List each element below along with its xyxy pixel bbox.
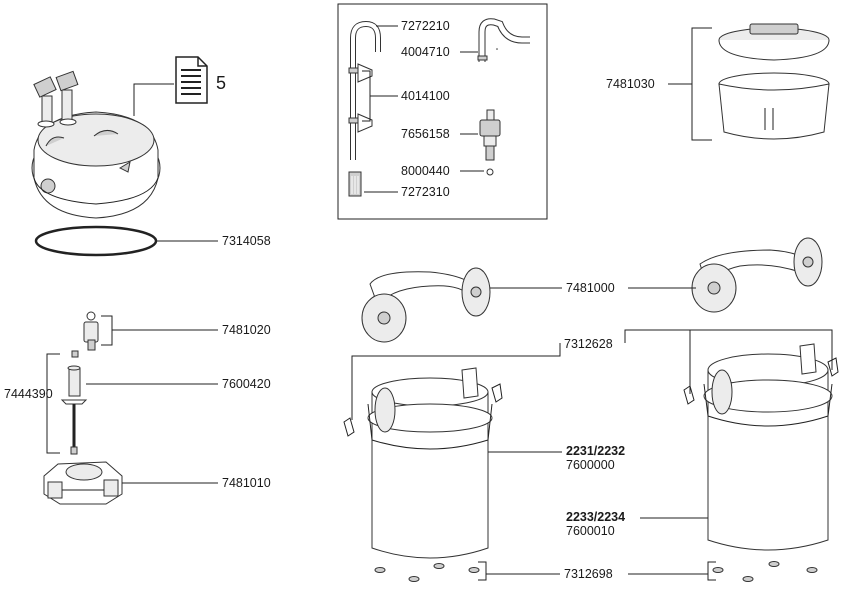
spindle-illustration: [60, 350, 88, 455]
outlet-bend-illustration: [477, 18, 530, 62]
model-label-small: 2231/2232: [566, 444, 625, 458]
feet-illustration: [374, 561, 818, 582]
part-number-outlet-bend: 4004710: [401, 45, 450, 59]
pump-head-illustration: [31, 70, 161, 219]
strainer-illustration: [348, 171, 362, 197]
basket-holder-illustration: [43, 461, 123, 505]
part-number-clip-handle: 7481000: [566, 281, 615, 295]
canister-small-illustration: [343, 367, 503, 559]
head-count-label: 5: [216, 73, 226, 93]
part-number-intake-pipe: 7272210: [401, 19, 450, 33]
part-number-valve-set: 7481020: [222, 323, 271, 337]
part-number-suction-cups: 4014100: [401, 89, 450, 103]
clip-handle-illustration-right: [691, 237, 823, 313]
canister-lid-illustration: [718, 23, 830, 140]
part-number-feet: 7312698: [564, 567, 613, 581]
valve-set-illustration: [83, 311, 99, 351]
part-number-canister-small: 7600000: [566, 458, 615, 472]
part-number-canister-lid: 7481030: [606, 77, 655, 91]
model-label-large: 2233/2234: [566, 510, 625, 524]
part-number-tap-ring: 8000440: [401, 164, 450, 178]
canister-large-illustration: [683, 343, 839, 551]
part-number-canister-large: 7600010: [566, 524, 615, 538]
part-number-filter-axle: 7444390: [4, 387, 53, 401]
part-number-o-ring: 7314058: [222, 234, 271, 248]
part-number-tap: 7656158: [401, 127, 450, 141]
o-ring-illustration: [34, 225, 158, 257]
part-number-strainer: 7272310: [401, 185, 450, 199]
hose-kit-frame: [337, 3, 548, 220]
part-number-spindle: 7600420: [222, 377, 271, 391]
intake-pipe-illustration: [348, 20, 381, 160]
clip-handle-illustration-left: [361, 267, 491, 343]
part-number-basket-holder: 7481010: [222, 476, 271, 490]
tap-illustration: [479, 109, 501, 176]
part-number-clip: 7312628: [564, 337, 613, 351]
manual-document-icon: [175, 56, 208, 104]
